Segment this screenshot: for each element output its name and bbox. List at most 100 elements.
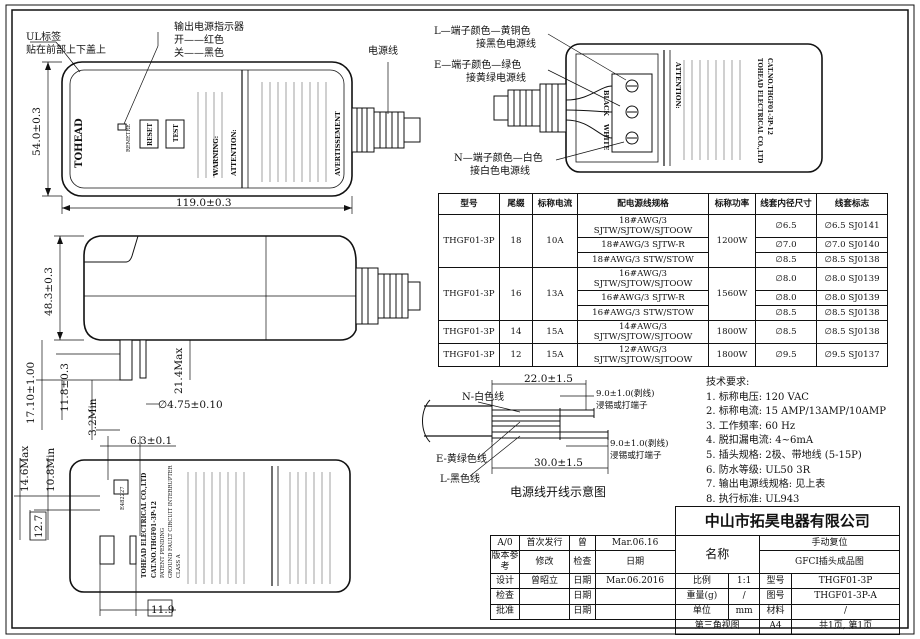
requirement-item: 8. 执行标准: UL943 (706, 493, 800, 505)
indicator-led (117, 123, 127, 131)
rev-code: A/0 (490, 534, 520, 552)
spec-mark: ∅8.0 SJ0139 (816, 267, 888, 291)
spec-bore: ∅8.0 (755, 267, 817, 291)
bottom-brand: TOHEAD ELECTRICAL CO.,LTD (141, 473, 148, 578)
table-row: THGF01-3P 14 15A 14#AWG/3 SJTW/SJTOW/SJT… (438, 320, 888, 344)
table-row: THGF01-3P 18 10A 18#AWG/3 SJTW/SJTOW/SJT… (438, 214, 888, 268)
spec-mark: ∅8.5 SJ0138 (816, 252, 888, 268)
spec-cord: 14#AWG/3 SJTW/SJTOW/SJTOOW (577, 320, 709, 344)
drawing-no: THGF01-3P-A (791, 588, 900, 605)
header-date: 日期 (594, 550, 676, 575)
spec-header: 标称功率 (708, 193, 756, 215)
side-dim-height: 48.3±0.3 (43, 267, 55, 316)
spec-bore: ∅8.0 (755, 290, 817, 306)
bottom-dim-top: 6.3±0.1 (130, 435, 172, 447)
avertissement-title: AVERTISSEMENT (334, 111, 342, 177)
scale-label: 比例 (674, 573, 730, 590)
white-terminal-label: WHITE (602, 123, 610, 150)
spec-model: THGF01-3P (438, 214, 500, 268)
spec-bore: ∅7.0 (755, 237, 817, 253)
page-count: 共1页, 第1页 (791, 618, 900, 635)
spec-current: 15A (532, 320, 578, 344)
spec-model: THGF01-3P (438, 343, 500, 367)
requirements-title: 技术要求: (706, 377, 750, 388)
requirement-item: 4. 脱扣漏电流: 4~6mA (706, 435, 814, 447)
n-terminal-label: N—端子颜色—白色 (454, 151, 543, 164)
header-check: 检查 (569, 550, 596, 575)
material-label: 材料 (758, 603, 793, 620)
projection: 第三角视图 (674, 618, 760, 635)
wire-diagram: 22.0±1.5 9.0±1.0(剥线) 浸锡或打端子 9.0±1.0(剥线) … (422, 373, 668, 499)
blade-pin (139, 339, 147, 379)
table-row: 16#AWG/3 STW/STOW ∅8.5 ∅8.5 SJ0138 (439, 305, 888, 321)
model-value: THGF01-3P (791, 573, 900, 590)
e-terminal-label: E—端子颜色—绿色 (434, 58, 521, 71)
spec-power: 1800W (708, 343, 756, 367)
n-wire-label: N-白色线 (462, 390, 504, 403)
requirement-item: 3. 工作频率: 60 Hz (706, 420, 796, 432)
requirement-item: 6. 防水等级: UL50 3R (706, 464, 811, 476)
paper-size: A4 (758, 618, 793, 635)
top-dim-length: 119.0±0.3 (176, 197, 232, 209)
weight-label: 重量(g) (674, 588, 730, 605)
weight-value: / (728, 588, 760, 605)
bottom-listing: E482227 (120, 486, 126, 510)
spec-header: 线套内径尺寸 (755, 193, 817, 215)
title-block: 中山市拓昊电器有限公司 A/0 首次发行 曾 Mar.06.16 名称 手动复位… (490, 506, 901, 635)
spec-header: 尾缀 (499, 193, 533, 215)
spec-bore: ∅8.5 (755, 320, 817, 344)
rev-desc: 首次发行 (518, 534, 571, 552)
model-label: 型号 (758, 573, 793, 590)
drawing-no-label: 图号 (758, 588, 793, 605)
l-terminal-label: L—端子颜色—黄铜色 (434, 24, 531, 37)
design-label: 设计 (490, 573, 520, 590)
table-row: THGF01-3P 16 13A 16#AWG/3 SJTW/SJTOW/SJT… (438, 267, 888, 321)
name-value-2: GFCI插头成品图 (758, 550, 901, 575)
bottom-dim-bottom: 11.9 (151, 604, 174, 616)
spec-mark: ∅6.5 SJ0141 (816, 214, 888, 238)
approve-label: 批准 (490, 603, 520, 620)
rev-date: Mar.06.16 (594, 534, 676, 552)
spec-cord: 16#AWG/3 SJTW/SJTOW/SJTOOW (577, 267, 709, 291)
table-row: THGF01-3P 12 15A 12#AWG/3 SJTW/SJTOW/SJT… (438, 343, 888, 367)
bottom-cat: CAT.NO.THGF01-3P-12 (151, 501, 158, 578)
internal-brand: TOHEAD ELECTRICAL CO.,LTD (756, 58, 763, 163)
bottom-dim-left-c: 12.7 (33, 515, 45, 538)
design-date: Mar.06.2016 (594, 573, 676, 590)
spec-header-row: 型号 尾缀 标称电流 配电源线规格 标称功率 线套内径尺寸 线套标志 (438, 193, 888, 215)
ul-label-note: 贴在前部上下盖上 (26, 43, 106, 56)
spec-cord: 16#AWG/3 SJTW-R (577, 290, 709, 306)
top-view: TOHEAD REMETRE RESET TEST WARNING: ATTEN… (26, 20, 421, 214)
top-dim-height: 54.0±0.3 (31, 107, 43, 156)
header-modify: 修改 (518, 550, 571, 575)
wire-dim-9a: 9.0±1.0(剥线) (596, 387, 654, 399)
indicator-off: 关——黑色 (174, 46, 224, 59)
wire-dim-22: 22.0±1.5 (524, 373, 573, 385)
side-dim-a: 17.10±1.00 (25, 362, 37, 424)
internal-attention: ATTENTION: (674, 61, 682, 109)
cord-relief-side (355, 267, 421, 325)
requirement-item: 1. 标称电压: 120 VAC (706, 391, 809, 403)
spec-bore: ∅8.5 (755, 252, 817, 268)
spec-header: 配电源线规格 (577, 193, 709, 215)
side-dim-pin-dia: ∅4.75±0.10 (158, 399, 223, 411)
inner-frame (11, 9, 909, 629)
ul-label-text: UL标签 (26, 30, 61, 43)
name-value-1: 手动复位 (758, 534, 901, 552)
spec-table: 型号 尾缀 标称电流 配电源线规格 标称功率 线套内径尺寸 线套标志 THGF0… (438, 193, 888, 367)
spec-bore: ∅9.5 (755, 343, 817, 367)
cord-relief-internal (493, 83, 613, 139)
indicator-on: 开——红色 (174, 33, 224, 46)
spec-cord: 18#AWG/3 STW/STOW (577, 252, 709, 268)
spec-current: 15A (532, 343, 578, 367)
reset-button-outline (139, 119, 159, 149)
power-cord-label: 电源线 (368, 44, 398, 57)
rev-sign: 曾 (569, 534, 596, 552)
material-value: / (791, 603, 900, 620)
spec-bore: ∅8.5 (755, 305, 817, 321)
requirement-item: 2. 标称电流: 15 AMP/13AMP/10AMP (706, 406, 886, 418)
cord-relief-top (351, 107, 421, 153)
top-brand: TOHEAD (74, 118, 85, 168)
attention-title: ATTENTION: (230, 129, 238, 177)
spec-suffix: 12 (499, 343, 533, 367)
